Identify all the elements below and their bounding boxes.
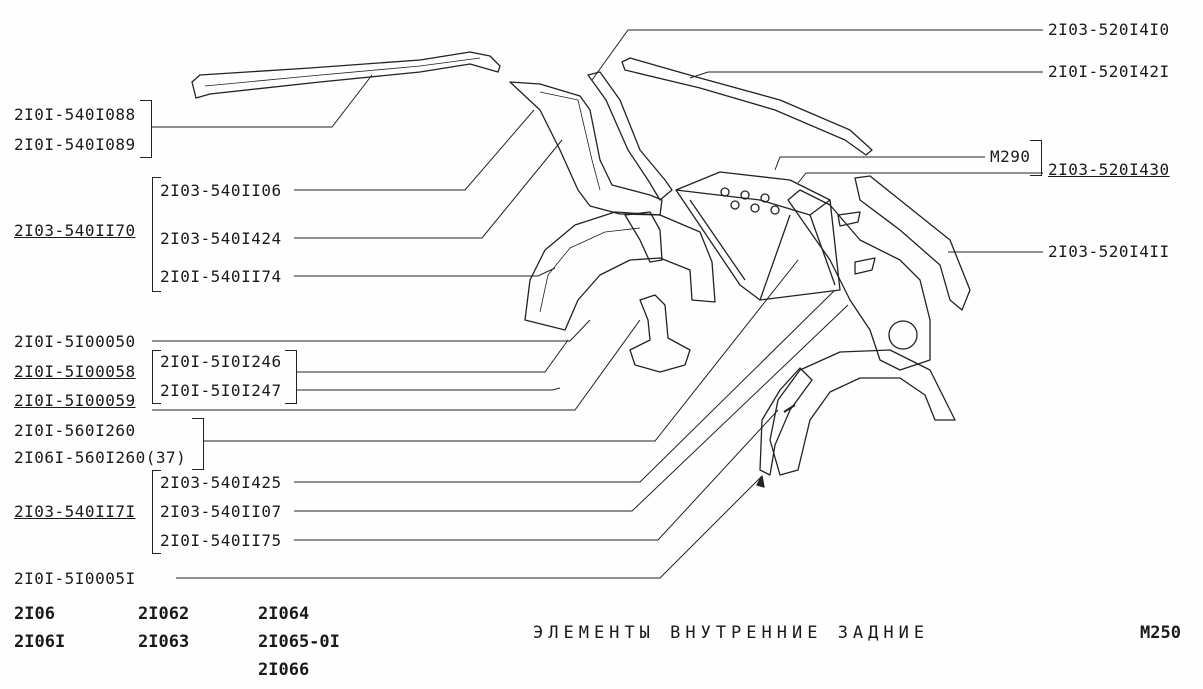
bracket-part: [629, 294, 691, 373]
bracket-p1p2: [140, 100, 152, 158]
bracket-g2: [152, 470, 161, 554]
model-code: 2I066: [258, 660, 310, 680]
pillar-part-left: [509, 81, 663, 216]
page-code: M250: [1140, 623, 1181, 643]
bracket-p6p7: [192, 418, 204, 470]
part-label: 2I0I-5I0I246: [160, 352, 282, 371]
part-label: 2I0I-540II74: [160, 267, 282, 286]
pillar-part-right: [787, 189, 931, 371]
part-label: 2I0I-540II75: [160, 531, 282, 550]
roof-rail-part: [191, 51, 501, 99]
model-code: 2I064: [258, 604, 310, 624]
bracket-p4: [152, 350, 161, 404]
bracket-p4-right: [285, 350, 297, 404]
bracket-m290: [1030, 140, 1042, 176]
group-label: 2I03-540II70: [14, 221, 136, 240]
bracket-g1: [152, 177, 161, 292]
part-label: 2I0I-540I089: [14, 135, 136, 154]
part-label: 2I0I-5I0I247: [160, 381, 282, 400]
part-label: 2I0I-520I42I: [1048, 62, 1170, 81]
part-label: M290: [990, 147, 1031, 166]
wheel-arch-left: [524, 211, 716, 331]
part-label: 2I03-540I424: [160, 229, 282, 248]
group-label: 2I03-540II7I: [14, 502, 136, 521]
part-label: 2I0I-560I260: [14, 421, 136, 440]
model-code: 2I063: [138, 632, 190, 652]
part-label: 2I0I-540I088: [14, 105, 136, 124]
part-label: 2I03-540II07: [160, 502, 282, 521]
part-label: 2I03-540I425: [160, 473, 282, 492]
part-label: 2I03-540II06: [160, 181, 282, 200]
roof-rail-right: [621, 57, 873, 156]
model-code: 2I06: [14, 604, 55, 624]
part-label: 2I0I-5I00058: [14, 362, 136, 381]
part-label: 2I0I-5I00050: [14, 332, 136, 351]
part-label: 2I0I-5I00059: [14, 391, 136, 410]
part-label: 2I0I-5I0005I: [14, 569, 136, 588]
model-code: 2I06I: [14, 632, 66, 652]
model-code: 2I065-0I: [258, 632, 340, 652]
part-label: 2I03-520I4II: [1048, 242, 1170, 261]
model-code: 2I062: [138, 604, 190, 624]
page-title: ЭЛЕМЕНТЫ ВНУТРЕННИЕ ЗАДНИЕ: [533, 623, 930, 643]
part-label: 2I06I-560I260(37): [14, 448, 187, 467]
wheel-arch-right: [769, 349, 956, 476]
part-label: 2I03-520I430: [1048, 160, 1170, 179]
part-label: 2I03-520I4I0: [1048, 20, 1170, 39]
